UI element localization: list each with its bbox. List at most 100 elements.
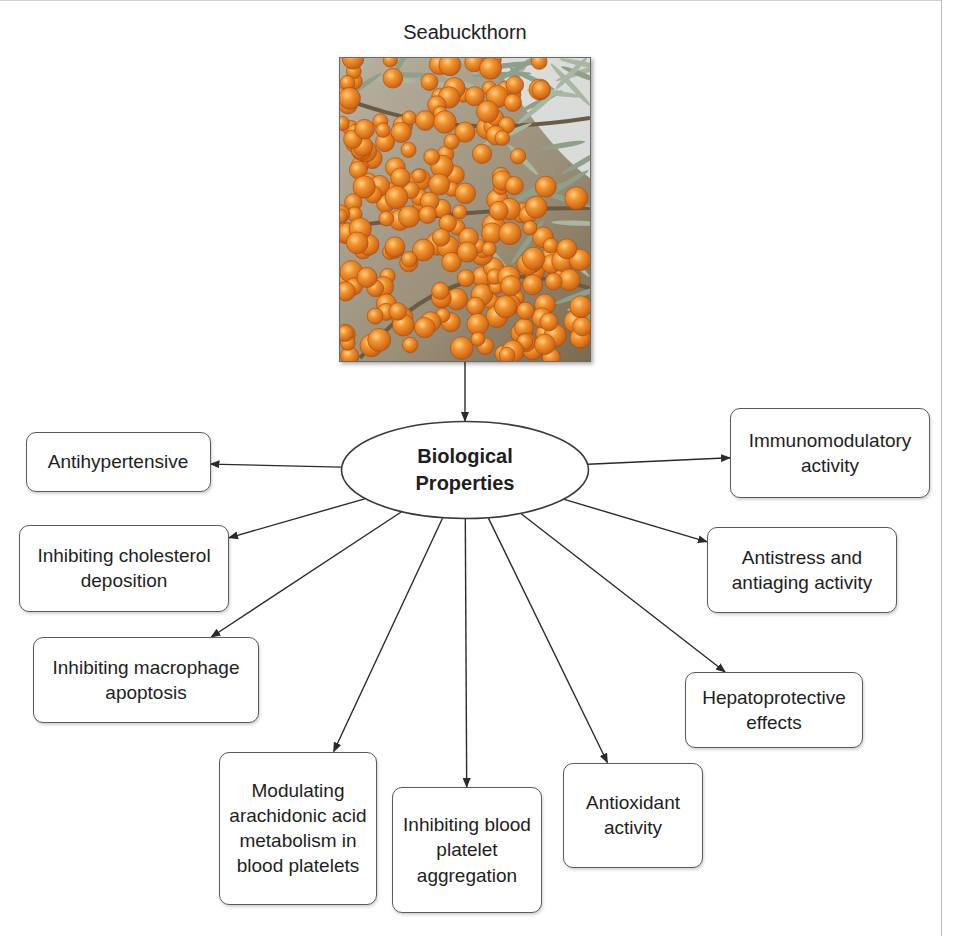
berry: [376, 123, 390, 137]
ellipse-shape: [342, 422, 589, 519]
berry: [557, 239, 577, 259]
berry: [532, 80, 551, 99]
ellipse-outline: [340, 420, 590, 520]
property-box: Antistress and antiaging activity: [707, 527, 897, 613]
berry: [402, 337, 417, 352]
berry: [570, 296, 591, 318]
berry: [523, 221, 537, 235]
berry: [368, 328, 391, 351]
berry: [339, 87, 361, 109]
berry: [531, 57, 547, 69]
photo-ground: [340, 58, 590, 361]
arrow-connector: [334, 518, 443, 751]
berry: [506, 76, 524, 94]
ellipse-label: Biological Properties: [395, 443, 535, 497]
berry: [517, 302, 534, 319]
berry: [391, 168, 411, 188]
berry: [477, 101, 499, 123]
property-box: Antioxidant activity: [563, 763, 703, 868]
berry: [339, 209, 347, 223]
berry: [432, 282, 449, 299]
property-text: Inhibiting macrophage apoptosis: [41, 655, 251, 705]
berry: [529, 79, 550, 100]
berry: [412, 169, 426, 183]
leaf: [551, 220, 591, 227]
property-box: Inhibiting blood platelet aggregation: [392, 787, 542, 913]
arrow-connector: [464, 362, 465, 421]
berry: [342, 57, 364, 69]
berry: [543, 238, 558, 253]
berry: [525, 196, 547, 218]
berry: [389, 303, 407, 321]
berry: [355, 119, 375, 139]
berry: [415, 111, 435, 131]
arrow-connector: [488, 518, 607, 762]
property-text: Inhibiting cholesterol deposition: [27, 543, 221, 593]
berry: [339, 116, 349, 130]
berry: [401, 251, 417, 267]
property-box: Inhibiting macrophage apoptosis: [33, 637, 259, 723]
berry: [353, 176, 375, 198]
berry: [522, 247, 545, 270]
berry: [573, 317, 591, 336]
berry: [501, 275, 522, 296]
berry: [339, 282, 355, 301]
photo-heading: Seabuckthorn: [330, 18, 600, 46]
berry: [434, 111, 457, 134]
berry: [357, 267, 377, 287]
berry: [453, 205, 467, 219]
berry: [385, 186, 408, 209]
berry: [545, 273, 562, 290]
berry: [385, 237, 405, 257]
berry: [424, 149, 440, 165]
berry: [444, 134, 459, 149]
leaf: [541, 139, 585, 151]
berry: [379, 211, 394, 226]
property-box: Inhibiting cholesterol deposition: [19, 525, 229, 612]
berry: [466, 297, 484, 315]
berry: [339, 205, 350, 223]
arrow-connector: [588, 458, 730, 465]
arrow-connector: [229, 499, 365, 538]
arrow-connector: [211, 464, 342, 467]
berry: [450, 337, 473, 360]
berry: [499, 347, 515, 362]
berry: [482, 242, 496, 256]
berry: [401, 142, 416, 157]
berry: [346, 232, 368, 254]
arrow-connector: [564, 499, 707, 541]
property-box: Hepatoprotective effects: [685, 672, 863, 748]
property-box: Antihypertensive: [26, 432, 211, 492]
berry: [432, 229, 450, 247]
property-text: Antihypertensive: [48, 449, 188, 474]
property-text: Inhibiting blood platelet aggregation: [400, 812, 534, 887]
berry: [429, 174, 450, 195]
berry: [383, 57, 397, 67]
property-text: Antistress and antiaging activity: [715, 545, 889, 595]
berry: [565, 187, 588, 210]
berry: [457, 242, 477, 262]
property-box: Immunomodulatory activity: [730, 408, 930, 498]
property-text: Antioxidant activity: [571, 790, 695, 840]
berry: [522, 275, 542, 295]
berry: [414, 317, 435, 338]
berry: [439, 57, 461, 76]
leaf: [554, 57, 589, 91]
berry: [489, 201, 508, 220]
berry: [455, 183, 476, 204]
berry: [339, 325, 353, 341]
berry: [457, 270, 474, 287]
berry: [421, 73, 438, 90]
seabuckthorn-photo: [339, 57, 591, 362]
center-ellipse: Biological Properties: [340, 420, 590, 520]
berry: [367, 308, 383, 324]
berry: [534, 334, 555, 355]
berry: [472, 144, 491, 163]
arrow-connector: [465, 519, 466, 787]
berry: [495, 131, 510, 146]
berry: [499, 222, 521, 244]
berry: [383, 68, 403, 88]
berry: [504, 94, 521, 111]
berry: [540, 313, 558, 331]
